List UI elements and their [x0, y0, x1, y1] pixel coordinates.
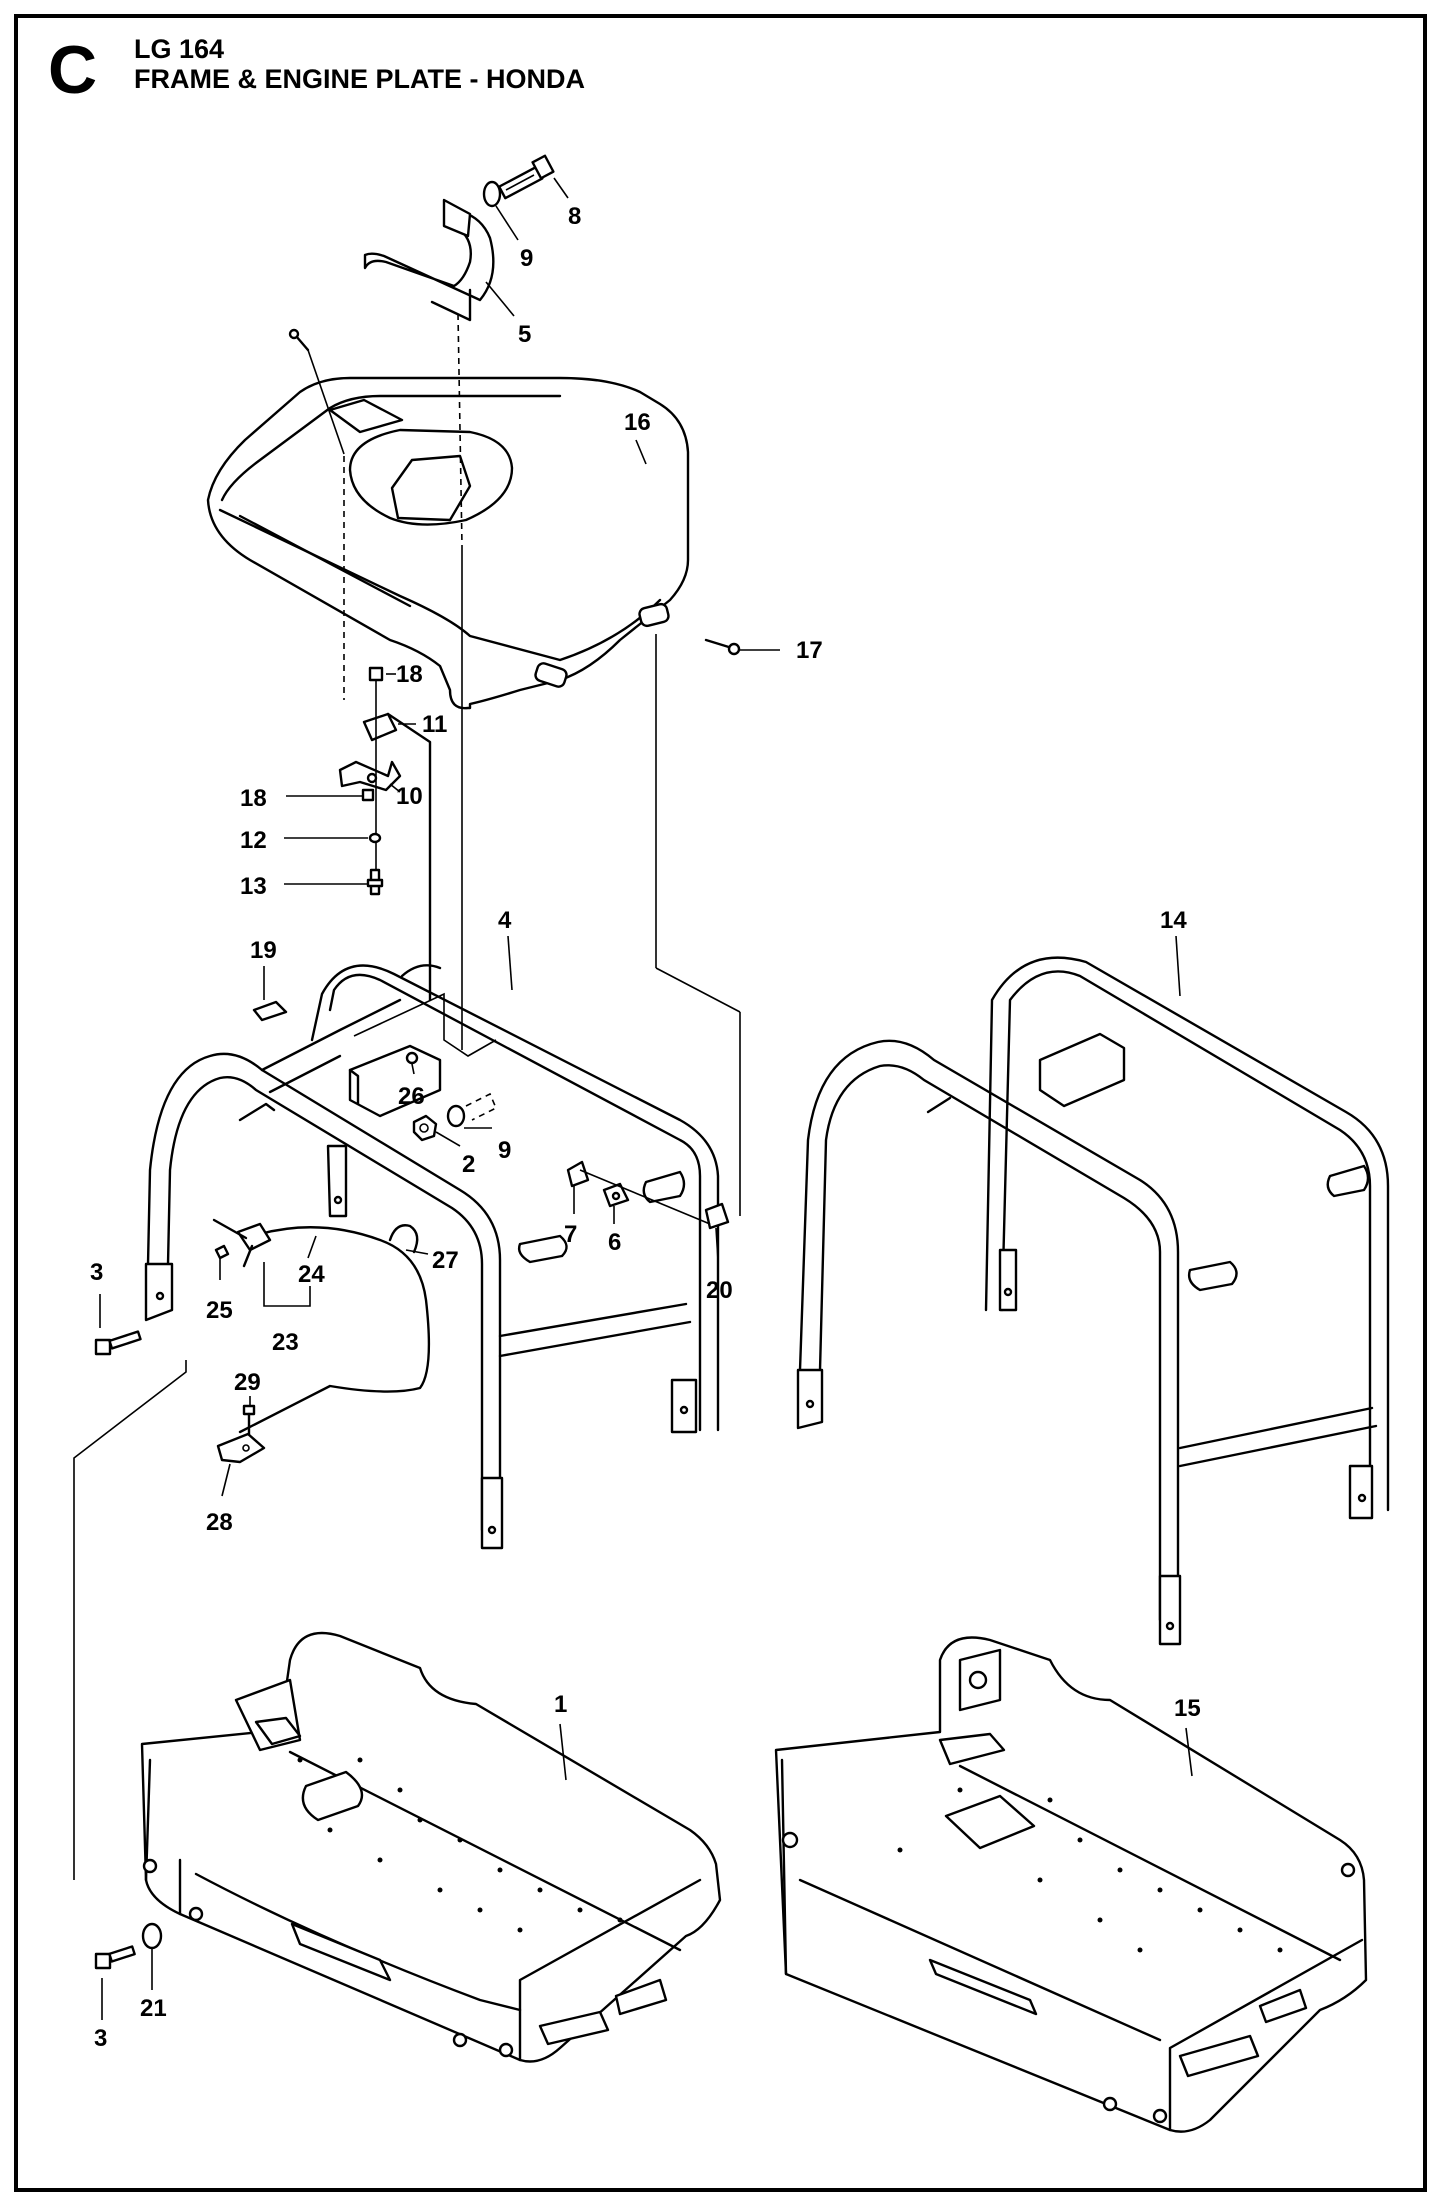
callout-20: 20	[706, 1277, 733, 1304]
part-8-bolt	[497, 154, 555, 200]
callout-3-lower: 3	[94, 2025, 107, 2052]
part-10-bracket	[338, 760, 402, 792]
callout-16: 16	[624, 409, 651, 436]
part-27-clamp	[388, 1224, 419, 1254]
callout-23: 23	[272, 1329, 299, 1356]
part-19-pad	[252, 1000, 288, 1022]
callout-6: 6	[608, 1229, 621, 1256]
callout-leaders	[99, 177, 1193, 2020]
callout-28: 28	[206, 1509, 233, 1536]
part-2-nut	[412, 1114, 438, 1142]
leader-screw	[307, 349, 345, 455]
part-23-lever	[212, 1218, 272, 1268]
part-17-screw	[704, 638, 741, 656]
part-15-engine-plate	[774, 1636, 1368, 2133]
callout-9-top: 9	[520, 245, 533, 272]
callout-24: 24	[298, 1261, 325, 1288]
part-9-washer-mid	[446, 1104, 466, 1128]
callout-18-bottom: 18	[240, 785, 267, 812]
callout-3-upper: 3	[90, 1259, 103, 1286]
part-24-cable	[238, 1226, 431, 1434]
part-29-screw	[242, 1404, 256, 1438]
assembly-line-strap	[457, 313, 463, 547]
callout-18-top: 18	[396, 661, 423, 688]
leader-6-20	[579, 1169, 711, 1225]
callout-21: 21	[140, 1995, 167, 2022]
callout-5: 5	[518, 321, 531, 348]
part-25-screw	[214, 1244, 230, 1260]
callout-labels: 8 9 5 16 17 18 11 10 18 12 13 4 14 19 26…	[90, 203, 1201, 2052]
assembly-line-left	[73, 1360, 187, 1880]
model-name: LG 164	[134, 34, 225, 64]
callout-9-mid: 9	[498, 1137, 511, 1164]
assembly-line-right-diag	[655, 967, 741, 1013]
callout-29: 29	[234, 1369, 261, 1396]
callout-1: 1	[554, 1691, 567, 1718]
part-9-washer-top	[482, 180, 502, 208]
callout-4: 4	[498, 907, 512, 934]
part-28-bracket	[216, 1432, 266, 1464]
section-letter: C	[48, 32, 98, 108]
callout-25: 25	[206, 1297, 233, 1324]
part-21-washer	[141, 1922, 163, 1950]
part-5-strap	[363, 198, 495, 322]
part-28-hole	[242, 1444, 250, 1452]
callout-12: 12	[240, 827, 267, 854]
part-3-bolt-lower	[94, 1945, 136, 1970]
part-12-washer	[368, 832, 382, 844]
callout-13: 13	[240, 873, 267, 900]
part-14-frame	[796, 956, 1390, 1646]
part-11-plate	[362, 712, 432, 1002]
callout-15: 15	[1174, 1695, 1201, 1722]
part-18-nut-top	[368, 666, 384, 682]
part-9-spacer-dashed	[465, 1092, 498, 1121]
callout-2: 2	[462, 1151, 475, 1178]
callout-7: 7	[564, 1221, 577, 1248]
part-6-hole	[611, 1191, 621, 1201]
part-3-bolt-upper	[94, 1330, 142, 1356]
part-16-engine-cover	[206, 328, 690, 710]
part-1-engine-plate	[140, 1631, 722, 2063]
part-20-clip	[704, 1202, 730, 1230]
part-4-frame	[144, 964, 720, 1550]
part-13-bolt	[366, 868, 384, 896]
callout-19: 19	[250, 937, 277, 964]
callout-8: 8	[568, 203, 581, 230]
part-26-nut	[405, 1051, 419, 1065]
page-title: FRAME & ENGINE PLATE - HONDA	[134, 64, 585, 94]
callout-14: 14	[1160, 907, 1187, 934]
callout-27: 27	[432, 1247, 459, 1274]
part-7-clip	[566, 1160, 590, 1188]
callout-26: 26	[398, 1083, 425, 1110]
assembly-box-mid	[353, 992, 497, 1057]
callout-11: 11	[422, 711, 447, 738]
part-18-nut-bottom	[361, 788, 375, 802]
callout-17: 17	[796, 637, 823, 664]
callout-10: 10	[396, 783, 423, 810]
